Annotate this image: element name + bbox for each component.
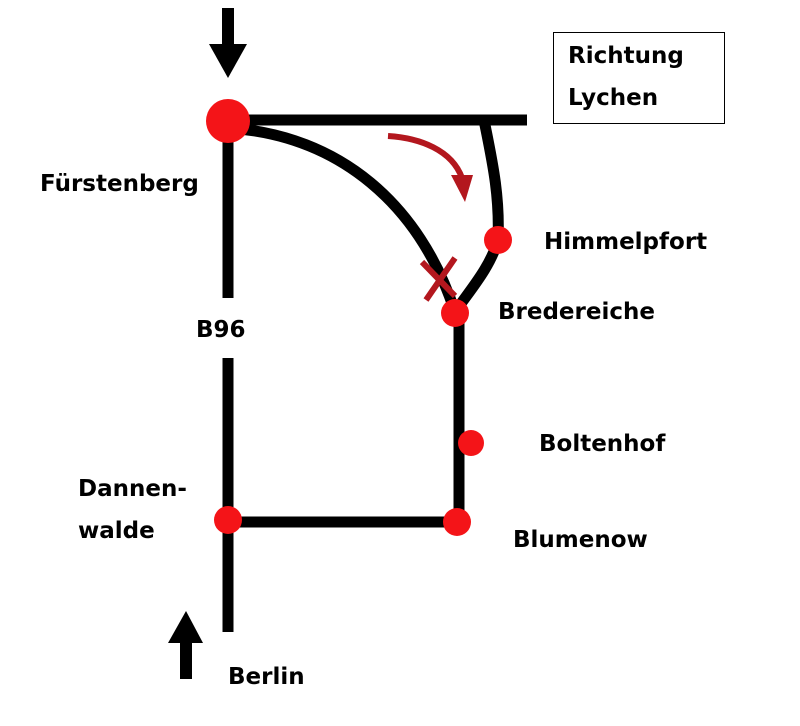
stop-dannenwalde <box>214 506 242 534</box>
arrow-up-icon <box>168 611 203 679</box>
label-dannenwalde-line1: Dannen- <box>78 476 187 502</box>
label-fuerstenberg: Fürstenberg <box>40 171 199 197</box>
label-himmelpfort: Himmelpfort <box>544 229 707 255</box>
curved-arrow-icon <box>387 133 473 202</box>
destination-line1: Richtung <box>568 43 684 69</box>
label-bredereiche: Bredereiche <box>498 299 655 325</box>
label-blumenow: Blumenow <box>513 527 648 553</box>
label-boltenhof: Boltenhof <box>539 431 666 457</box>
stop-fuerstenberg <box>206 99 250 143</box>
closure-cross-icon <box>419 256 458 302</box>
stop-himmelpfort <box>484 226 512 254</box>
destination-box: Richtung Lychen <box>553 32 725 124</box>
label-b96: B96 <box>196 317 246 343</box>
arrow-down-icon <box>209 8 247 78</box>
road-lychen-himmelpfort <box>478 118 504 241</box>
stop-blumenow <box>443 508 471 536</box>
road-fuerstenberg-bredereiche <box>227 122 461 314</box>
stop-boltenhof <box>458 430 484 456</box>
destination-line2: Lychen <box>568 85 659 111</box>
label-berlin: Berlin <box>228 664 305 690</box>
label-dannenwalde-line2: walde <box>78 518 155 544</box>
stop-bredereiche <box>441 299 469 327</box>
